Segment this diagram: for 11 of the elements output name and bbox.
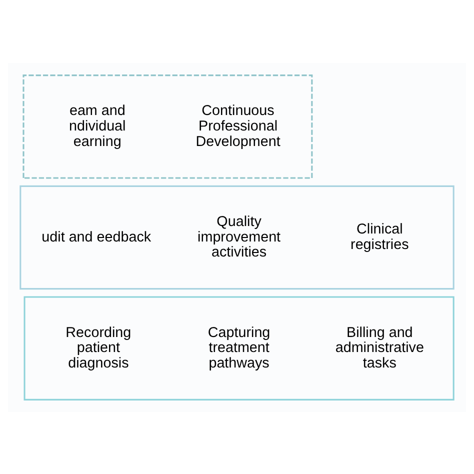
node-text: Billing and administrative tasks [335, 324, 424, 372]
node-text: Recording patient diagnosis [66, 324, 132, 372]
cluster [24, 296, 454, 400]
node-text: Quality improvement activities [198, 213, 281, 260]
node-text: eam and ndividual earning [69, 102, 126, 150]
node-text: Clinical registries [350, 221, 409, 252]
node-text: Continuous Professional Development [196, 102, 280, 150]
node-text: Capturing treatment pathways [208, 324, 270, 372]
cluster [20, 184, 454, 290]
node-text: udit and eedback [42, 228, 152, 245]
cluster [22, 74, 313, 178]
